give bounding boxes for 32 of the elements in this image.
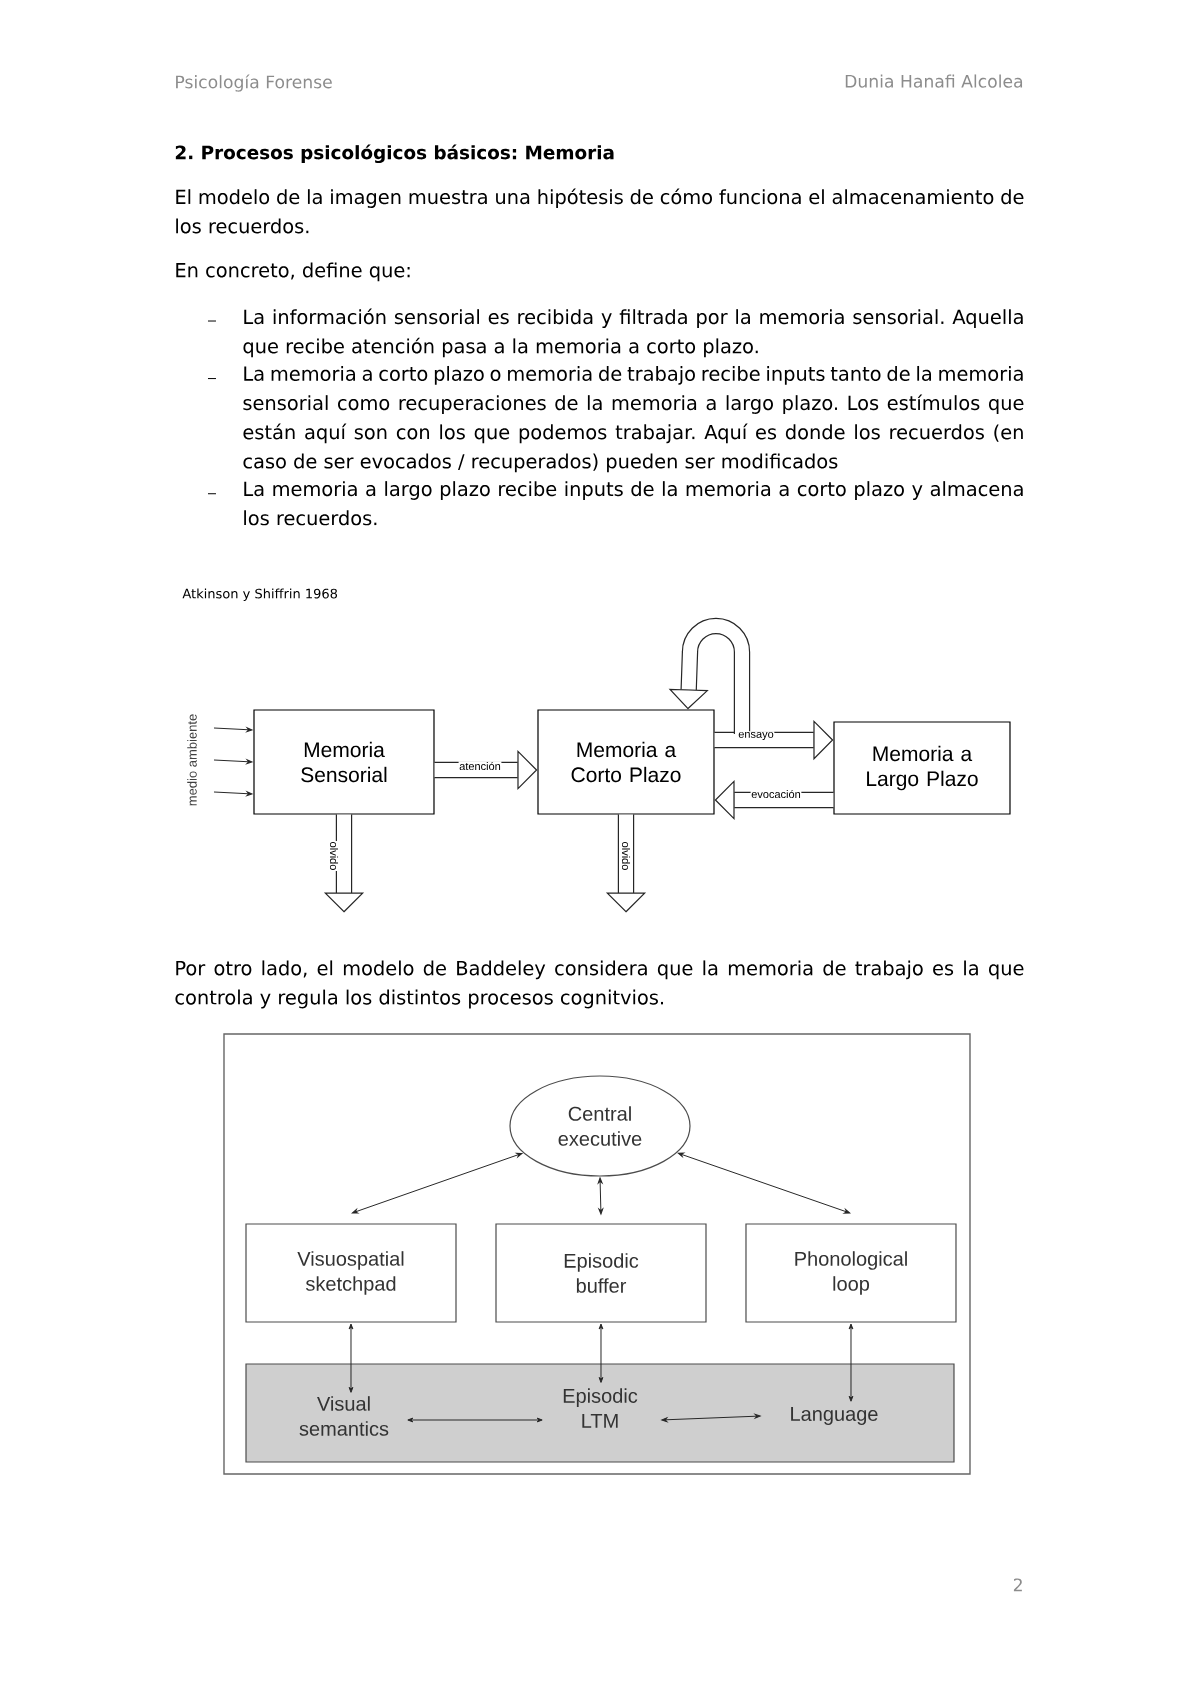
arrow bbox=[213, 759, 253, 765]
process-box: Memoria Sensorial bbox=[253, 709, 435, 815]
band-label: Visual semantics bbox=[299, 1396, 389, 1436]
paragraph: Por otro lado, el modelo de Baddeley considera que la memoria de trabajo es la que controla y regula los distintos procesos cognitvios. bbox=[175, 960, 1024, 1009]
arrow bbox=[348, 1323, 354, 1393]
memory-band bbox=[245, 1363, 955, 1463]
band-label: Language bbox=[791, 1407, 878, 1425]
list-item: La información sensorial es recibida y filtrada por la memoria sensorial. Aquella que recibe atención pasa a la memoria a corto plazo. bbox=[243, 308, 1023, 358]
arrow bbox=[677, 1152, 851, 1214]
page-header: Dunia Hanafi Alcolea bbox=[845, 74, 1023, 88]
component-box: Episodic buffer bbox=[495, 1223, 707, 1323]
arrow bbox=[351, 1152, 523, 1214]
component-box: Visuospatial sketchpad bbox=[245, 1223, 457, 1323]
arrow bbox=[848, 1323, 854, 1402]
component-box: Phonological loop bbox=[745, 1223, 957, 1323]
arrow bbox=[598, 1323, 604, 1383]
list-item: La memoria a corto plazo o memoria de trabajo recibe inputs tanto de la memoria sensorial como recuperaciones de la memoria a largo plazo. Los estímulos que están aquí son con los que podemos trabajar. Aquí es donde los recuerdos (en caso de ser evocados / recuperados) pueden ser modificados bbox=[243, 365, 1024, 473]
process-box: Memoria a Corto Plazo bbox=[537, 709, 715, 815]
heading: 2. Procesos psicológicos básicos: Memoria bbox=[175, 144, 614, 164]
list-item: La memoria a largo plazo recibe inputs de la memoria a corto plazo y almacena los recuerdos. bbox=[244, 481, 1023, 526]
arrow bbox=[407, 1417, 543, 1423]
arrow bbox=[597, 1177, 604, 1215]
arrow bbox=[661, 1413, 761, 1423]
page-number: 2 bbox=[1013, 1578, 1022, 1592]
arrow bbox=[213, 727, 253, 733]
page-header: Psicología Forense bbox=[176, 74, 332, 92]
paragraph: El modelo de la imagen muestra una hipótesis de cómo funciona el almacenamiento de los recuerdos. bbox=[176, 188, 1024, 234]
process-box: Memoria a Largo Plazo bbox=[833, 721, 1011, 815]
frame-box bbox=[223, 1033, 971, 1475]
paragraph: En concreto, define que: bbox=[176, 262, 410, 282]
arrow bbox=[213, 791, 253, 797]
band-label: Episodic LTM bbox=[563, 1388, 638, 1428]
